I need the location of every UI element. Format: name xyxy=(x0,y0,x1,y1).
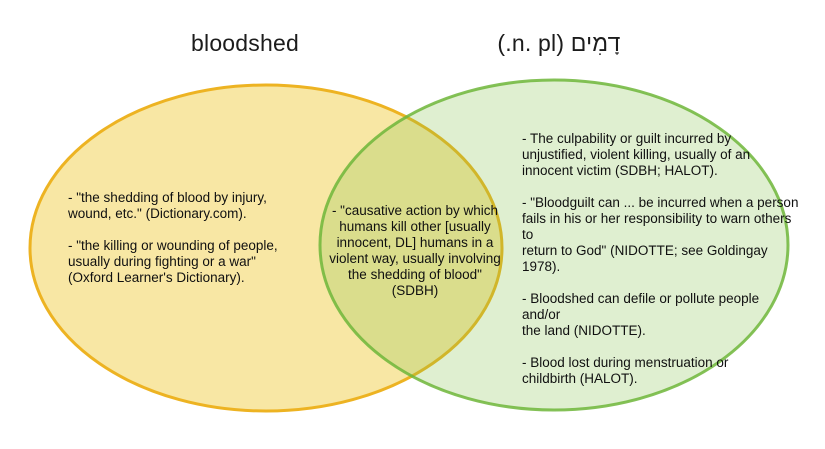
right-circle-title: דָמִים (n. pl.) xyxy=(497,30,621,56)
overlap-definition: - "causative action by which humans kill… xyxy=(329,203,501,298)
left-circle xyxy=(28,83,504,413)
left-circle-title: bloodshed xyxy=(191,30,299,56)
left-circle-definitions: - "the shedding of blood by injury, woun… xyxy=(68,190,278,285)
right-circle xyxy=(318,78,790,412)
right-circle-definitions: - The culpability or guilt incurred by u… xyxy=(522,131,799,386)
